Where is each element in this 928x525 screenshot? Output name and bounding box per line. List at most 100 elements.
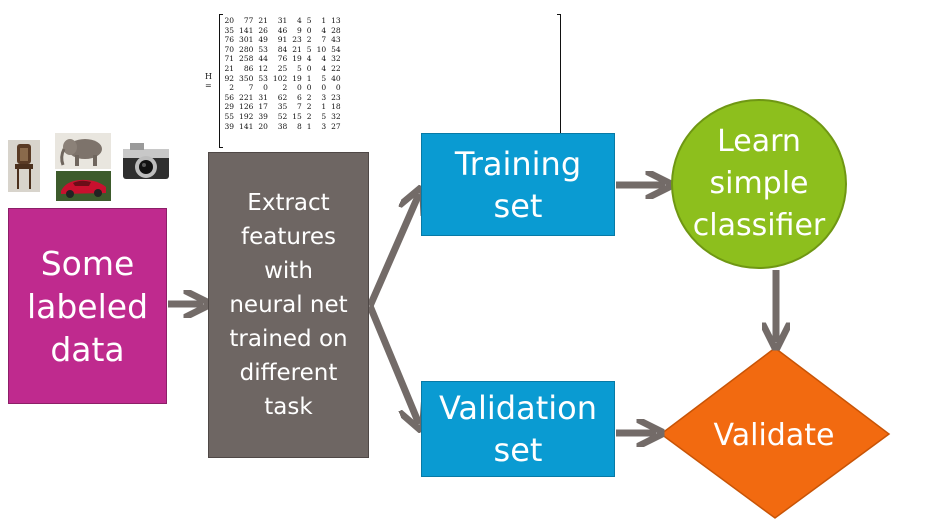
matrix-cell: 7 — [248, 83, 254, 93]
learn-classifier-line: simple — [709, 166, 809, 201]
matrix-cell: 25 — [277, 63, 288, 73]
matrix-cell: 2 — [306, 102, 312, 112]
learn-classifier-line: classifier — [692, 208, 826, 243]
matrix-cell: 19 — [292, 73, 302, 83]
matrix-cell: 102 — [272, 73, 288, 83]
matrix-cell: 43 — [331, 35, 341, 45]
matrix-cell: 17 — [258, 102, 268, 112]
chair-image — [8, 140, 40, 192]
matrix-cell: 44 — [258, 54, 268, 64]
matrix-cell: 5 — [321, 73, 327, 83]
matrix-cell: 71 — [224, 54, 235, 64]
matrix-cell: 4 — [321, 63, 327, 73]
matrix-cell: 3 — [321, 92, 327, 102]
matrix-cell: 31 — [277, 16, 288, 25]
matrix-cell: 76 — [277, 54, 288, 64]
matrix-cell: 1 — [306, 73, 312, 83]
matrix-cell: 4 — [306, 54, 312, 64]
matrix-cell: 19 — [292, 54, 302, 64]
matrix-cell: 2 — [229, 83, 235, 93]
matrix-cell: 2 — [306, 35, 312, 45]
validate-label: Validate — [663, 386, 885, 486]
extract-features-line: task — [264, 394, 313, 420]
matrix-cell: 13 — [331, 16, 341, 25]
matrix-cell: 4 — [321, 25, 327, 35]
extract-features-line: neural net — [229, 292, 348, 318]
matrix-cell: 350 — [239, 73, 254, 83]
matrix-cell: 54 — [331, 44, 341, 54]
camera-image — [120, 137, 172, 187]
matrix-cell: 1 — [321, 16, 327, 25]
matrix-cell: 55 — [224, 111, 235, 121]
extract-features-box: Extract features with neural net trained… — [208, 152, 369, 458]
matrix-cell: 141 — [239, 25, 254, 35]
matrix-cell: 86 — [243, 63, 254, 73]
matrix-cell: 39 — [258, 111, 268, 121]
labeled-data-line: Some — [40, 243, 135, 283]
validate-diamond — [659, 347, 891, 519]
matrix-cell: 84 — [277, 44, 288, 54]
matrix-cell: 53 — [258, 44, 268, 54]
matrix-cell: 221 — [239, 92, 254, 102]
matrix-cell: 0 — [306, 25, 312, 35]
labeled-data-line: data — [50, 329, 125, 369]
matrix-cell: 91 — [277, 35, 288, 45]
matrix-cell: 7 — [321, 35, 327, 45]
validate-line: Validate — [713, 418, 835, 453]
matrix-cell: 2 — [306, 92, 312, 102]
matrix-cell: 4 — [321, 54, 327, 64]
matrix-cell: 40 — [331, 73, 341, 83]
matrix-cell: 20 — [224, 16, 235, 25]
matrix-cell: 4 — [297, 16, 302, 25]
matrix-cell: 22 — [331, 63, 341, 73]
validation-set-line: Validation — [438, 389, 597, 427]
matrix-cell: 9 — [297, 25, 302, 35]
labeled-data-box: Some labeled data — [8, 208, 167, 404]
matrix-cell: 35 — [277, 102, 288, 112]
matrix-cell: 77 — [243, 16, 254, 25]
matrix-cell: 20 — [258, 121, 268, 131]
matrix-cell: 3 — [321, 121, 327, 131]
arrow-extract-to-training — [366, 194, 419, 308]
extract-features-line: different — [239, 360, 338, 386]
matrix-cell: 1 — [321, 102, 327, 112]
matrix-cell: 301 — [239, 35, 254, 45]
matrix-cell: 2 — [282, 83, 288, 93]
matrix-cell: 7 — [297, 102, 302, 112]
matrix-bracket-left — [219, 14, 223, 148]
validation-set-box: Validation set — [421, 381, 615, 477]
matrix-cell: 8 — [297, 121, 302, 131]
matrix-cell: 15 — [292, 111, 302, 121]
extract-features-line: Extract — [247, 190, 330, 216]
matrix-cell: 26 — [258, 25, 268, 35]
training-set-line: set — [493, 186, 543, 225]
matrix-cell: 280 — [239, 44, 254, 54]
matrix-cell: 21 — [224, 63, 235, 73]
matrix-label: H = — [205, 72, 212, 90]
validation-set-line: set — [493, 431, 543, 469]
matrix-cell: 35 — [224, 25, 235, 35]
matrix-cell: 21 — [258, 16, 268, 25]
matrix-cell: 62 — [277, 92, 288, 102]
learn-classifier-line: Learn — [717, 124, 801, 159]
matrix-cell: 12 — [258, 63, 268, 73]
matrix-cell: 141 — [239, 121, 254, 131]
training-set-line: Training — [454, 144, 582, 183]
matrix-cell: 5 — [321, 111, 327, 121]
matrix-cell: 31 — [258, 92, 268, 102]
red-car-image — [56, 171, 111, 201]
matrix-cell: 32 — [331, 111, 341, 121]
training-set-box: Training set — [421, 133, 615, 236]
matrix-cell: 53 — [258, 73, 268, 83]
matrix-cell: 192 — [239, 111, 254, 121]
matrix-cell: 2 — [306, 111, 312, 121]
